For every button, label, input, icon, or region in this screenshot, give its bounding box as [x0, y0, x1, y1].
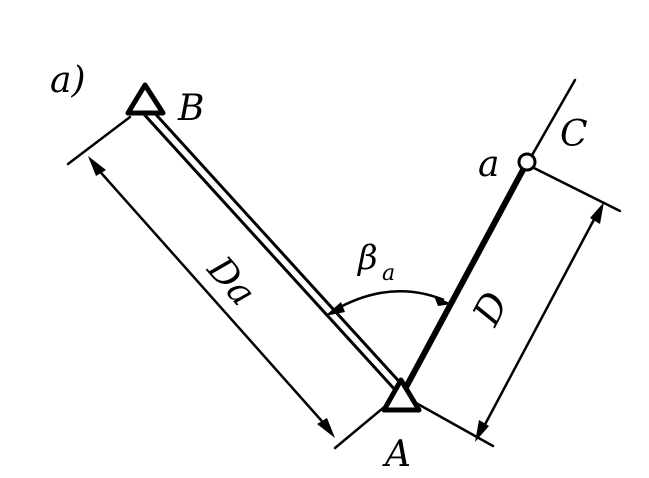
label-d: D	[464, 285, 518, 333]
dimension-d	[475, 202, 604, 442]
arrowhead-arc-right	[434, 296, 452, 306]
triangle-marker-a	[381, 377, 422, 413]
arrowhead-da-bottom	[317, 418, 335, 438]
label-b: B	[177, 88, 204, 129]
arrowhead-da-top	[88, 156, 106, 176]
triangle-marker-b	[125, 82, 166, 116]
extension-lines-d	[414, 165, 622, 448]
circle-marker-a-small	[517, 152, 537, 172]
panel-label: a)	[50, 60, 86, 101]
label-beta-subscript: a	[382, 261, 395, 286]
label-a: A	[382, 434, 411, 475]
arrowhead-arc-left	[325, 302, 345, 316]
arrowhead-d-bottom	[475, 420, 489, 442]
label-c: C	[560, 114, 588, 155]
label-beta: β	[356, 238, 378, 278]
line-ab	[139, 106, 407, 394]
label-a-small: a	[478, 144, 499, 185]
line-a-c	[529, 78, 577, 159]
arrowhead-d-top	[590, 202, 604, 224]
angle-arc	[325, 290, 452, 316]
label-da: Da	[199, 248, 264, 314]
line-a-small-a	[401, 165, 527, 394]
dimension-da	[88, 156, 335, 438]
